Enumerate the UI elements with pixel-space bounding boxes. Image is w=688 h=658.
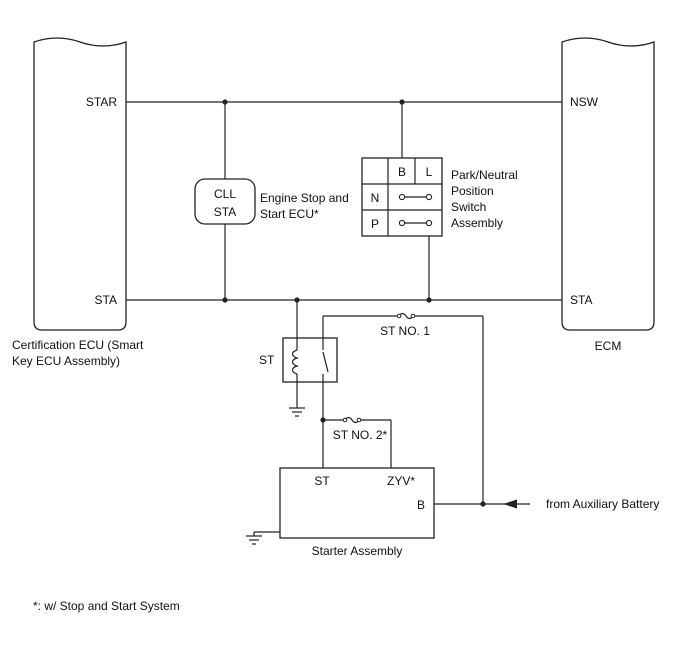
starter-ground-icon (246, 535, 262, 545)
engine-stop-start-ecu: CLL STA Engine Stop and Start ECU* (194, 178, 349, 225)
pn-switch-name-line2: Position (451, 184, 494, 198)
pn-switch-col-l: L (426, 165, 433, 179)
starter-name: Starter Assembly (312, 544, 403, 558)
cert-ecu-pin-sta: STA (95, 293, 117, 307)
fuse-st-no1-label: ST NO. 1 (380, 324, 430, 338)
pn-switch-col-b: B (398, 165, 406, 179)
cert-ecu-name-line2: Key ECU Assembly) (12, 354, 120, 368)
park-neutral-switch: B L N P Park/Neutral Position Switch Ass… (361, 157, 518, 237)
relay-ground-icon (289, 407, 305, 417)
pn-switch-name-line4: Assembly (451, 216, 503, 230)
cert-ecu-pin-star: STAR (86, 95, 117, 109)
certification-ecu-block: STAR STA Certification ECU (Smart Key EC… (12, 37, 144, 368)
pn-switch-name-line3: Switch (451, 200, 486, 214)
ecm-pin-sta: STA (570, 293, 592, 307)
ess-ecu-pin-sta: STA (214, 205, 236, 219)
wires (126, 101, 562, 536)
battery-arrow-icon (503, 499, 517, 509)
ess-ecu-name-line1: Engine Stop and (260, 191, 349, 205)
ecm-block: NSW STA ECM (561, 37, 655, 353)
footnote: *: w/ Stop and Start System (33, 599, 180, 613)
fuse-st-no2: ST NO. 2* (333, 416, 388, 442)
ecm-pin-nsw: NSW (570, 95, 599, 109)
pn-switch-row-n: N (371, 191, 380, 205)
battery-label: from Auxiliary Battery (546, 497, 659, 511)
st-relay: ST (259, 337, 338, 383)
ess-ecu-name-line2: Start ECU* (260, 207, 319, 221)
cert-ecu-name-line1: Certification ECU (Smart (12, 338, 144, 352)
fuse-st-no1: ST NO. 1 (380, 312, 430, 338)
starter-pin-zyv: ZYV* (387, 474, 415, 488)
starter-assembly: ST ZYV* B Starter Assembly (279, 467, 435, 558)
starter-pin-st: ST (314, 474, 330, 488)
junction-dots (222, 99, 486, 507)
starter-pin-b: B (417, 498, 425, 512)
fuse-st-no2-label: ST NO. 2* (333, 428, 388, 442)
ess-ecu-pin-cll: CLL (214, 187, 236, 201)
pn-switch-name-line1: Park/Neutral (451, 168, 518, 182)
ecm-name: ECM (595, 339, 622, 353)
pn-switch-row-p: P (371, 217, 379, 231)
st-relay-label: ST (259, 353, 275, 367)
